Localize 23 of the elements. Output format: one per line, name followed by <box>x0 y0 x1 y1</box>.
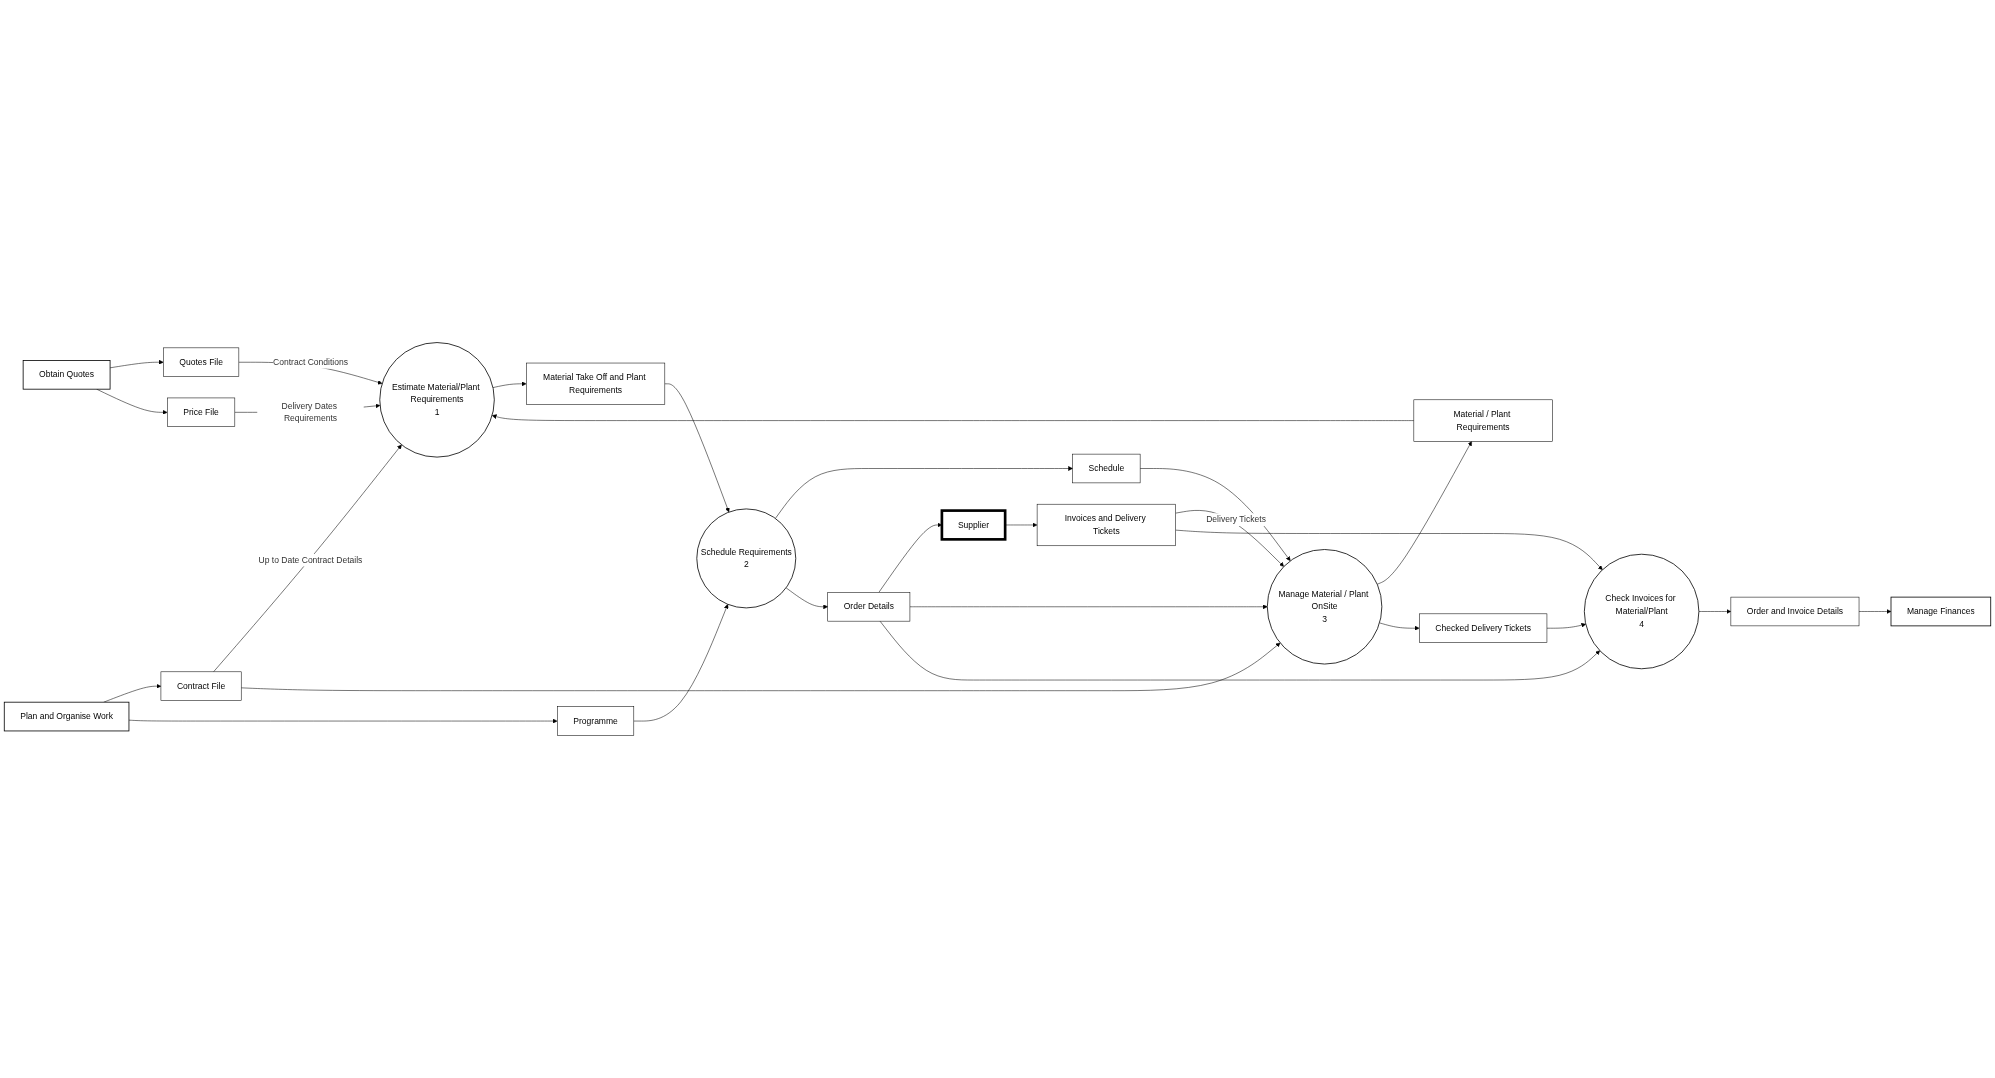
node-circle: Schedule Requirements 2 <box>696 508 797 609</box>
edge-label: Contract Conditions <box>273 357 348 367</box>
node-box: Supplier <box>940 509 1007 541</box>
node-box: Invoices and Delivery Tickets <box>1036 503 1176 547</box>
node-box: Order and Invoice Details <box>1730 596 1860 627</box>
edge-label: Delivery Dates Requirements <box>281 401 338 423</box>
node-box: Obtain Quotes <box>22 360 111 390</box>
node-box: Price File <box>167 397 236 427</box>
node-box: Material Take Off and Plant Requirements <box>526 362 666 405</box>
node-circle: Estimate Material/Plant Requirements 1 <box>379 342 495 458</box>
node-circle: Check Invoices for Material/Plant 4 <box>1583 553 1700 670</box>
node-box: Plan and Organise Work <box>3 701 130 732</box>
node-box: Contract File <box>160 671 242 701</box>
node-box: Programme <box>557 706 635 736</box>
node-box: Quotes File <box>163 347 240 377</box>
edge-label: Up to Date Contract Details <box>258 555 363 565</box>
node-box: Material / Plant Requirements <box>1413 399 1553 442</box>
edge-label: Delivery Tickets <box>1206 514 1266 524</box>
node-box: Schedule <box>1072 453 1141 484</box>
node-box: Manage Finances <box>1890 596 1992 627</box>
node-box: Order Details <box>827 592 911 622</box>
node-box: Checked Delivery Tickets <box>1419 613 1548 643</box>
node-circle: Manage Material / Plant OnSite 3 <box>1266 549 1383 665</box>
